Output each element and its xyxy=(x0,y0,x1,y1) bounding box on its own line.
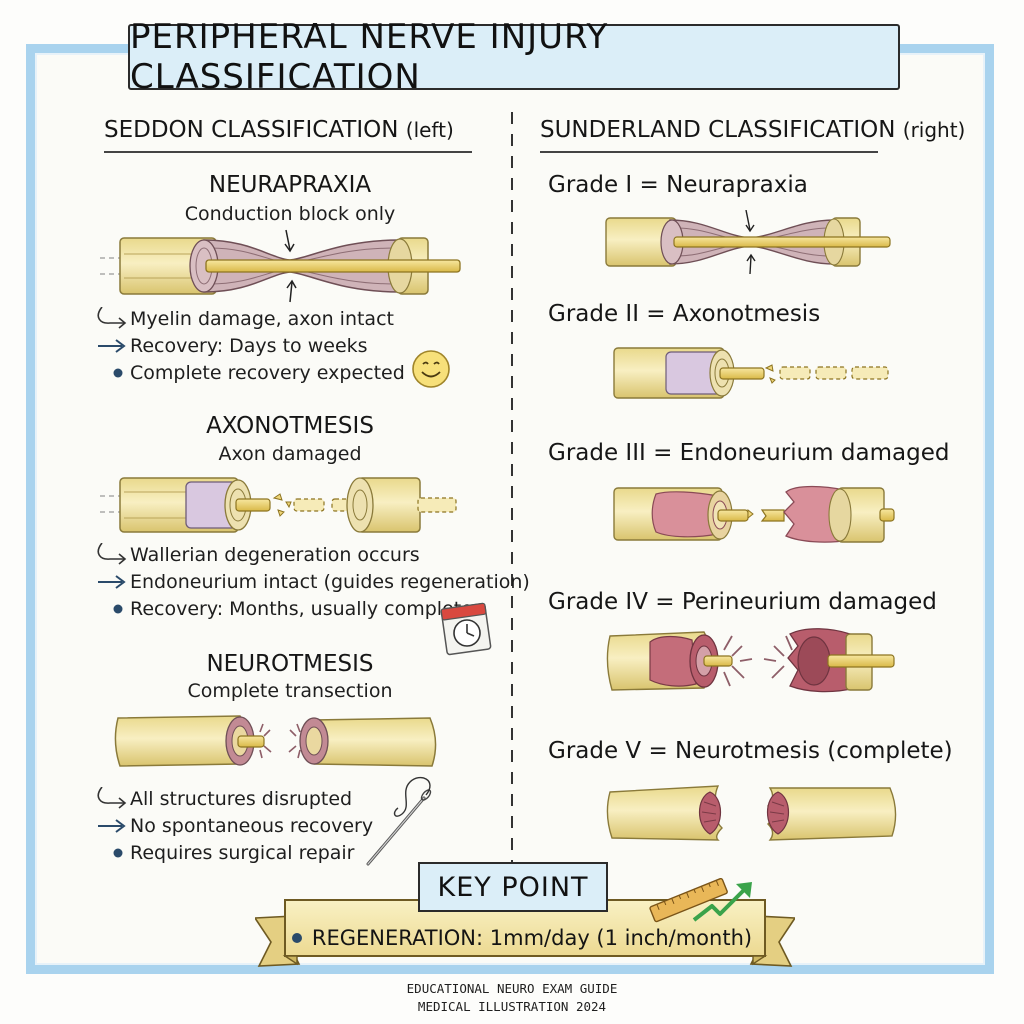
sunderland-grade-1: Grade I = Neurapraxia xyxy=(548,172,808,198)
neurapraxia-point-3: Complete recovery expected xyxy=(96,360,405,386)
seddon-heading-note: (left) xyxy=(405,118,454,142)
neurotmesis-title: NEUROTMESIS xyxy=(206,651,374,677)
footer-line-1: EDUCATIONAL NEURO EXAM GUIDE xyxy=(406,981,618,996)
footer: EDUCATIONAL NEURO EXAM GUIDE MEDICAL ILL… xyxy=(0,980,1024,1016)
neurapraxia-subtitle: Conduction block only xyxy=(184,203,396,225)
grade-1-nerve-diagram xyxy=(605,210,891,275)
curved-arrow-icon xyxy=(97,307,127,329)
regeneration-rate: REGENERATION: 1mm/day (1 inch/month) xyxy=(311,926,753,950)
sunderland-grade-5: Grade V = Neurotmesis (complete) xyxy=(548,738,953,764)
axonotmesis-title: AXONOTMESIS xyxy=(206,413,374,439)
neurapraxia-point-2: Recovery: Days to weeks xyxy=(96,333,368,359)
trend-arrow-icon xyxy=(692,882,752,922)
key-point-label: KEY POINT xyxy=(418,862,608,912)
sunderland-heading-text: SUNDERLAND CLASSIFICATION xyxy=(540,117,896,143)
grade-4-nerve-diagram xyxy=(606,628,895,693)
axonotmesis-nerve-diagram xyxy=(100,477,457,533)
sunderland-grade-4: Grade IV = Perineurium damaged xyxy=(548,589,937,615)
axonotmesis-point-3: Recovery: Months, usually complete xyxy=(96,596,473,622)
neurapraxia-title: NEURAPRAXIA xyxy=(208,172,372,198)
neurotmesis-subtitle: Complete transection xyxy=(187,680,393,702)
bullet-dot-icon xyxy=(291,933,302,943)
smiley-face-icon xyxy=(412,350,450,388)
page-title: PERIPHERAL NERVE INJURY CLASSIFICATION xyxy=(128,17,900,97)
neurapraxia-nerve-diagram xyxy=(100,229,461,303)
arrow-right-icon xyxy=(98,575,126,589)
bullet-dot-icon xyxy=(113,848,123,858)
key-point-ribbon xyxy=(255,899,795,967)
axonotmesis-point-1: Wallerian degeneration occurs xyxy=(96,542,420,568)
axonotmesis-subtitle: Axon damaged xyxy=(218,443,362,465)
grade-2-nerve-diagram xyxy=(613,347,889,399)
curved-arrow-icon xyxy=(97,787,127,809)
bullet-dot-icon xyxy=(113,368,123,378)
ruler-icon xyxy=(649,878,728,923)
grade-3-nerve-diagram xyxy=(613,485,895,543)
bullet-dot-icon xyxy=(113,604,123,614)
neurotmesis-nerve-diagram xyxy=(114,715,437,767)
arrow-right-icon xyxy=(98,339,126,353)
sunderland-heading: SUNDERLAND CLASSIFICATION (right) xyxy=(540,117,965,143)
grade-5-nerve-diagram xyxy=(606,785,897,841)
sunderland-heading-underline xyxy=(540,151,878,153)
calendar-clock-icon xyxy=(440,602,492,656)
footer-line-2: MEDICAL ILLUSTRATION 2024 xyxy=(417,999,607,1014)
neurapraxia-point-1: Myelin damage, axon intact xyxy=(96,306,394,332)
seddon-heading-text: SEDDON CLASSIFICATION xyxy=(104,117,399,143)
neurotmesis-point-3: Requires surgical repair xyxy=(96,840,354,866)
neurotmesis-point-1: All structures disrupted xyxy=(96,786,352,812)
arrow-right-icon xyxy=(98,819,126,833)
curved-arrow-icon xyxy=(97,543,127,565)
sunderland-grade-3: Grade III = Endoneurium damaged xyxy=(548,440,950,466)
neurotmesis-point-2: No spontaneous recovery xyxy=(96,813,373,839)
sunderland-grade-2: Grade II = Axonotmesis xyxy=(548,301,821,327)
suture-needle-icon xyxy=(366,777,432,866)
seddon-heading-underline xyxy=(104,151,472,153)
column-divider xyxy=(511,112,513,862)
seddon-heading: SEDDON CLASSIFICATION (left) xyxy=(104,117,454,143)
key-point-text: REGENERATION: 1mm/day (1 inch/month) xyxy=(282,920,762,956)
sunderland-heading-note: (right) xyxy=(902,118,966,142)
axonotmesis-point-2: Endoneurium intact (guides regeneration) xyxy=(96,569,530,595)
